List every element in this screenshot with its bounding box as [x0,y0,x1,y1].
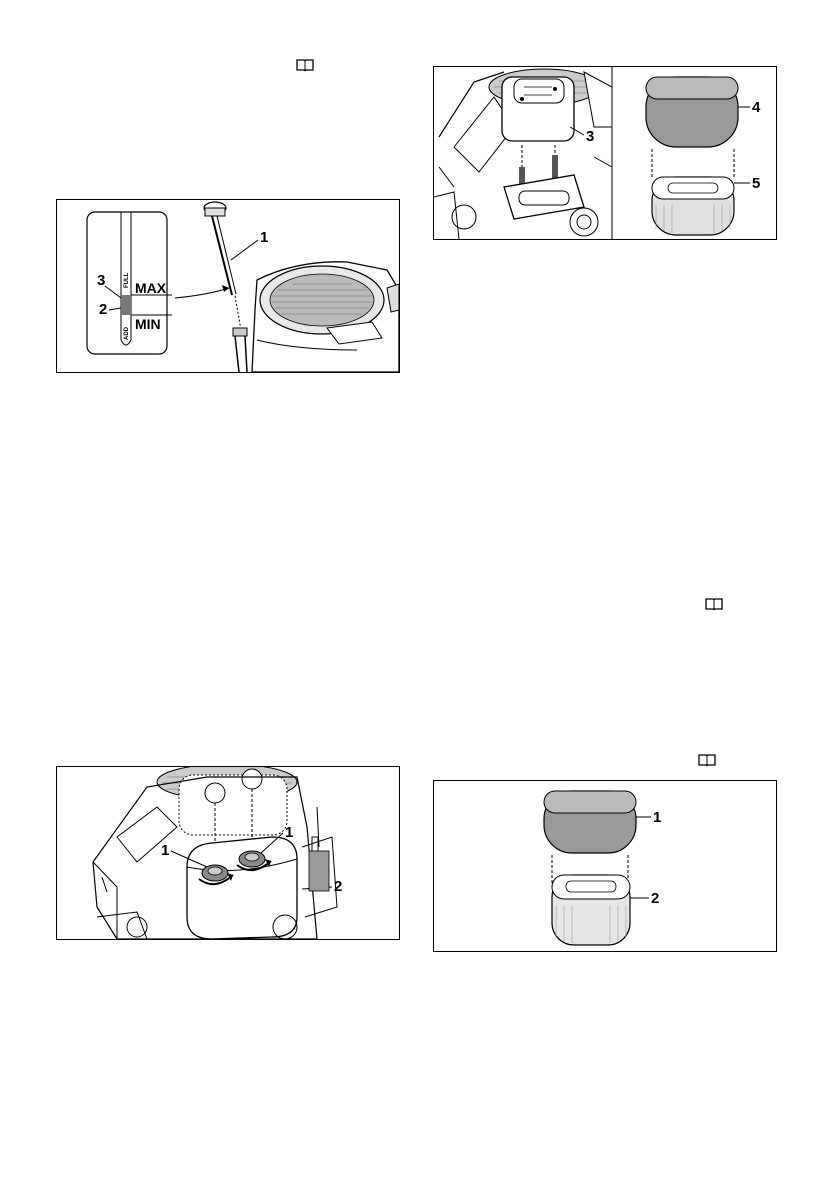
callout-1: 1 [653,809,661,826]
oil-dipstick-illustration: FULL ADD MAX MIN 3 2 1 [57,200,399,372]
callout-5: 5 [752,175,760,192]
callout-4: 4 [752,99,761,116]
air-filter-engine-illustration: 3 4 5 [434,67,776,239]
full-mark: FULL [124,272,130,288]
book-icon [296,58,314,72]
callout-2: 2 [99,301,107,318]
book-icon [705,597,723,611]
filter-cover-knobs-illustration: 1 1 2 [57,767,399,939]
callout-3: 3 [586,128,594,145]
air-filter-elements-figure: 1 2 [433,780,777,952]
callout-1a: 1 [161,842,169,859]
oil-dipstick-figure: FULL ADD MAX MIN 3 2 1 [56,199,400,373]
air-filter-engine-figure: 3 4 5 [433,66,777,240]
callout-2: 2 [651,890,659,907]
air-filter-elements-illustration: 1 2 [434,781,776,951]
add-mark: ADD [124,326,130,340]
filter-cover-knobs-figure: 1 1 2 [56,766,400,940]
book-icon [698,753,716,767]
callout-1b: 1 [285,824,293,841]
callout-3: 3 [97,272,105,289]
max-label: MAX [135,280,167,296]
callout-1: 1 [260,229,268,246]
min-label: MIN [135,316,161,332]
